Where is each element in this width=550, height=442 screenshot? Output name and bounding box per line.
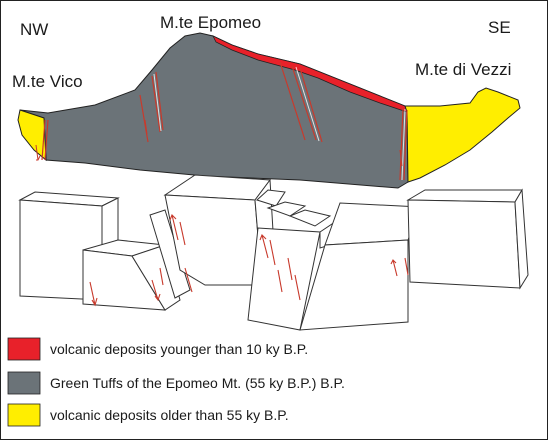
block-diagram bbox=[18, 174, 529, 331]
block-6-front bbox=[407, 199, 521, 289]
legend-swatch-green-tuff bbox=[7, 371, 41, 395]
label-nw: NW bbox=[20, 20, 49, 39]
legend-item-young: volcanic deposits younger than 10 ky B.P… bbox=[8, 337, 308, 361]
green-tuff-body bbox=[19, 32, 409, 189]
label-se: SE bbox=[488, 18, 511, 37]
block-5-front bbox=[299, 239, 409, 331]
step-1 bbox=[256, 189, 286, 207]
fault-plate-west bbox=[149, 209, 191, 299]
legend-swatch-old bbox=[7, 403, 41, 427]
step-2 bbox=[266, 201, 307, 217]
step-3 bbox=[288, 209, 332, 227]
block-6-side bbox=[514, 188, 529, 290]
block-3-front bbox=[164, 194, 263, 286]
cross-section bbox=[17, 32, 521, 189]
legend-item-green-tuff: Green Tuffs of the Epomeo Mt. (55 ky B.P… bbox=[8, 371, 345, 395]
legend-swatch-young bbox=[7, 337, 41, 361]
old-deposits-east bbox=[404, 87, 521, 183]
block-1-side bbox=[101, 197, 119, 247]
label-epomeo: M.te Epomeo bbox=[160, 13, 262, 32]
legend-item-old: volcanic deposits older than 55 ky B.P. bbox=[8, 403, 289, 427]
legend-text-green-tuff: Green Tuffs of the Epomeo Mt. (55 ky B.P… bbox=[50, 375, 345, 391]
legend-text-young: volcanic deposits younger than 10 ky B.P… bbox=[50, 341, 309, 357]
legend-text-old: volcanic deposits older than 55 ky B.P. bbox=[50, 407, 289, 423]
old-deposits-west bbox=[17, 109, 47, 162]
young-deposits-body bbox=[212, 35, 408, 113]
block-5-top bbox=[324, 202, 421, 246]
fault-arrows bbox=[89, 214, 409, 307]
label-vico: M.te Vico bbox=[12, 72, 83, 91]
label-vezzi: M.te di Vezzi bbox=[415, 60, 512, 79]
